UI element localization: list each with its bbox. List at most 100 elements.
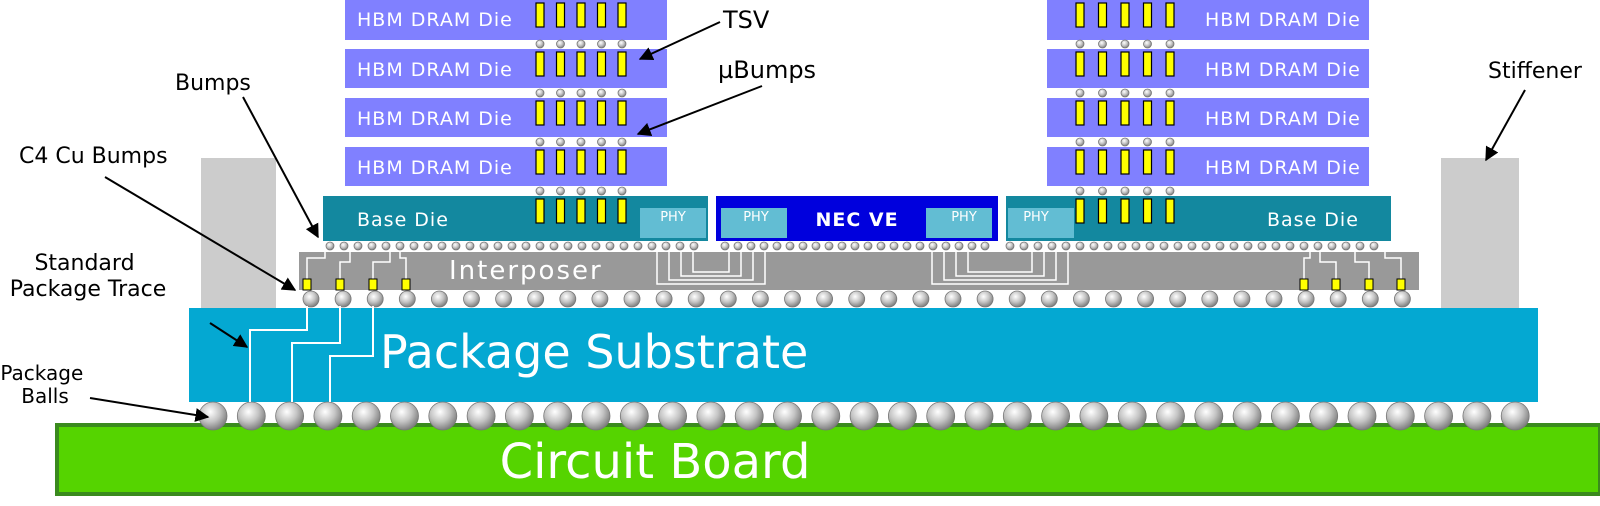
- interposer-micro-bump: [367, 241, 377, 251]
- c4-cu-pillar: [1396, 278, 1406, 291]
- interposer-micro-bump: [1257, 241, 1267, 251]
- interposer-micro-bump: [1033, 241, 1043, 251]
- micro-bump: [1075, 137, 1085, 147]
- interposer-micro-bump: [746, 241, 756, 251]
- standard-package-trace-line: Standard: [34, 251, 134, 276]
- micro-bump: [617, 137, 627, 147]
- c4-cu-bumps-callout-label: C4 Cu Bumps: [19, 144, 168, 169]
- hbm-dram-die-label: HBM DRAM Die: [357, 59, 513, 81]
- c4-bump: [944, 290, 962, 308]
- c4-bump: [655, 290, 673, 308]
- tsv: [1120, 198, 1130, 224]
- interposer-micro-bump: [633, 241, 643, 251]
- interposer-micro-bump: [863, 241, 873, 251]
- interposer-micro-bump: [1075, 241, 1085, 251]
- micro-bump: [1075, 186, 1085, 196]
- package-balls-line: Balls: [21, 384, 69, 408]
- tsv: [555, 51, 566, 77]
- c4-cu-pillar: [368, 278, 378, 291]
- interposer-micro-bump: [1103, 241, 1113, 251]
- tsv-callout-label: TSV: [722, 6, 770, 34]
- interposer-micro-bump: [785, 241, 795, 251]
- micro-bump: [1165, 88, 1175, 98]
- ubumps-callout-label: µBumps: [718, 56, 816, 84]
- interposer-micro-bump: [1061, 241, 1071, 251]
- tsv: [596, 100, 607, 126]
- c4-cu-pillar: [335, 278, 345, 291]
- package-substrate: [189, 308, 1538, 402]
- interposer-micro-bump: [772, 241, 782, 251]
- hbm-dram-die-label: HBM DRAM Die: [1205, 9, 1361, 31]
- micro-bump: [556, 137, 565, 147]
- standard-package-trace-arrow: [209, 322, 249, 348]
- package-ball: [581, 401, 611, 431]
- c4-cu-pillar: [1299, 278, 1309, 291]
- c4-bump: [1233, 290, 1251, 308]
- interposer-micro-bump: [967, 241, 977, 251]
- micro-bump: [556, 88, 565, 98]
- package-ball: [236, 401, 266, 431]
- tsv: [535, 2, 545, 28]
- stiffener-right: [1441, 158, 1519, 308]
- micro-bump: [1120, 88, 1130, 98]
- interposer-micro-bump: [437, 241, 447, 251]
- tsv: [1120, 2, 1130, 28]
- c4-cu-pillar: [1331, 278, 1341, 291]
- tsv: [1120, 100, 1130, 126]
- interposer-micro-bump: [1005, 241, 1015, 251]
- bump-layer: [198, 39, 1530, 431]
- package-ball: [1424, 401, 1453, 431]
- interposer-micro-bump: [1327, 241, 1337, 251]
- tsv: [535, 198, 545, 224]
- package-ball: [1309, 401, 1339, 431]
- micro-bump: [597, 39, 606, 49]
- hbm-stack-right: HBM DRAM Die HBM DRAM Die HBM DRAM Die H…: [1047, 0, 1369, 186]
- micro-bump: [1120, 137, 1130, 147]
- package-substrate-label: Package Substrate: [380, 325, 808, 379]
- interposer-micro-bump: [535, 241, 545, 251]
- package-ball: [1117, 401, 1147, 431]
- c4-bump: [495, 290, 513, 308]
- interposer-micro-bump: [619, 241, 629, 251]
- interposer-micro-bump: [850, 241, 860, 251]
- tsv: [576, 198, 586, 224]
- tsv: [596, 2, 607, 28]
- micro-bump: [597, 186, 606, 196]
- micro-bump: [617, 186, 627, 196]
- package-traces: [249, 306, 374, 402]
- tsv: [1075, 51, 1085, 77]
- package-ball: [849, 401, 879, 431]
- package-ball: [1194, 401, 1224, 431]
- tsv-arrow: [638, 21, 721, 61]
- package-ball: [773, 401, 802, 431]
- stiffener-left: [201, 158, 276, 308]
- micro-bump: [1098, 88, 1107, 98]
- package-ball: [888, 401, 917, 431]
- bumps-callout-label: Bumps: [175, 71, 251, 96]
- interposer-micro-bump: [381, 241, 391, 251]
- interposer-micro-bump: [493, 241, 503, 251]
- phy-block: [640, 208, 706, 238]
- interposer-micro-bump: [1243, 241, 1253, 251]
- interposer-micro-bump: [675, 241, 685, 251]
- package-ball: [1041, 401, 1070, 431]
- interposer-micro-bump: [1131, 241, 1141, 251]
- package-ball: [1500, 401, 1530, 431]
- c4-cu-pillar: [302, 278, 312, 291]
- hbm-dram-die-label: HBM DRAM Die: [1205, 157, 1361, 179]
- c4-bump: [527, 290, 545, 308]
- package-balls-callout-label: Package Balls: [0, 361, 89, 408]
- c4-bump: [1394, 290, 1411, 308]
- package-ball: [505, 401, 534, 431]
- micro-bump: [1120, 39, 1130, 49]
- interposer-micro-bump: [423, 241, 433, 251]
- standard-package-trace-line: Package Trace: [10, 277, 167, 302]
- tsv: [1142, 51, 1153, 77]
- nec-ve-label: NEC VE: [815, 209, 898, 231]
- interposer-micro-bump: [941, 241, 951, 251]
- interposer-micro-bump: [824, 241, 834, 251]
- interposer-micro-bump: [798, 241, 808, 251]
- package-balls-arrow: [89, 397, 210, 422]
- tsv: [1097, 51, 1108, 77]
- stiffener-arrow: [1485, 89, 1526, 162]
